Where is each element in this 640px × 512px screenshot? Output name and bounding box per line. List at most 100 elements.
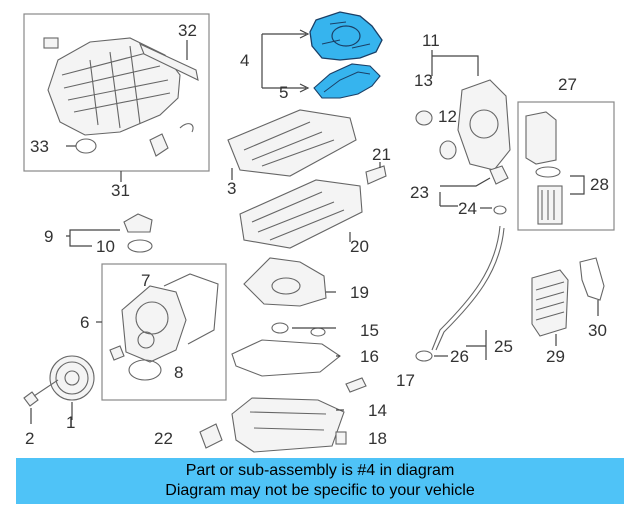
bracket-17 bbox=[345, 377, 367, 393]
part-4-cover bbox=[309, 11, 383, 61]
crank-pulley-1 bbox=[49, 355, 95, 420]
oil-filter-group bbox=[517, 101, 615, 231]
filter-housing-cap bbox=[525, 111, 557, 165]
leader-25 bbox=[466, 330, 487, 360]
upper-oil-pan bbox=[243, 257, 327, 307]
filter-o-ring bbox=[535, 166, 561, 178]
callout-19: 19 bbox=[350, 283, 369, 302]
valve-cover bbox=[227, 109, 357, 177]
callout-7: 7 bbox=[141, 271, 150, 290]
seal-24 bbox=[493, 205, 507, 215]
callout-10: 10 bbox=[96, 237, 115, 256]
highlighted-part-5 bbox=[313, 63, 381, 99]
callout-14: 14 bbox=[368, 401, 387, 420]
cooler-gasket-30 bbox=[579, 257, 605, 301]
callout-24: 24 bbox=[458, 199, 477, 218]
callout-29: 29 bbox=[546, 347, 565, 366]
oil-cooler-fins bbox=[535, 281, 565, 321]
small-valve bbox=[149, 133, 169, 157]
seal-13 bbox=[415, 110, 433, 126]
callout-18: 18 bbox=[368, 429, 387, 448]
callout-33: 33 bbox=[30, 137, 49, 156]
leader-28 bbox=[570, 175, 585, 195]
callout-28: 28 bbox=[590, 175, 609, 194]
manifold-gasket-strip bbox=[138, 42, 199, 81]
callout-32: 32 bbox=[178, 21, 197, 40]
cylinder-head-detail bbox=[251, 191, 345, 241]
seal-12 bbox=[439, 140, 457, 160]
callout-12: 12 bbox=[438, 107, 457, 126]
oil-pan-ribs bbox=[249, 411, 327, 431]
sensor-22 bbox=[199, 423, 223, 449]
front-cover bbox=[121, 285, 187, 363]
oil-cooler bbox=[531, 269, 569, 337]
leader-23 bbox=[439, 177, 491, 207]
cylinder-head bbox=[239, 179, 363, 249]
intake-manifold-ribs bbox=[61, 45, 171, 129]
head-cover-3 bbox=[227, 109, 357, 180]
o-ring-15a bbox=[271, 322, 289, 334]
pulley-outer bbox=[49, 355, 95, 401]
part-5-inner-edge bbox=[323, 71, 371, 93]
timing-cover-19 bbox=[243, 257, 336, 307]
banner-line-disclaimer: Diagram may not be specific to your vehi… bbox=[165, 482, 475, 499]
callout-27: 27 bbox=[558, 75, 577, 94]
filler-seal bbox=[127, 239, 153, 253]
filter-pleats bbox=[541, 190, 555, 220]
bolt-small bbox=[109, 345, 125, 361]
group-box-31 bbox=[23, 13, 210, 172]
callout-22: 22 bbox=[154, 429, 173, 448]
arrow-5 bbox=[299, 83, 310, 93]
callout-1: 1 bbox=[66, 413, 75, 432]
vent-hose bbox=[179, 123, 194, 133]
pulley-hub bbox=[64, 370, 80, 386]
callout-21: 21 bbox=[372, 145, 391, 164]
callout-13: 13 bbox=[414, 71, 433, 90]
oil-pan-14 bbox=[231, 397, 345, 453]
callout-11: 11 bbox=[422, 31, 440, 50]
part-5-gasket bbox=[313, 63, 381, 99]
pulley-groove bbox=[55, 361, 89, 395]
group-box-6 bbox=[101, 263, 227, 401]
bolt-shank bbox=[33, 379, 59, 397]
banner-line-part-number: Part or sub-assembly is #4 in diagram bbox=[185, 462, 455, 479]
oil-pan-boss bbox=[271, 277, 301, 295]
leader-9-10 bbox=[66, 229, 120, 247]
callout-8: 8 bbox=[174, 363, 183, 382]
front-cover-group bbox=[96, 263, 227, 401]
dipstick-tube-edge bbox=[435, 227, 505, 351]
oil-pan-gasket-16 bbox=[231, 339, 341, 377]
group-box-27 bbox=[517, 101, 615, 231]
callout-23: 23 bbox=[410, 183, 429, 202]
filler-cap bbox=[123, 213, 153, 233]
callout-6: 6 bbox=[80, 313, 89, 332]
callout-26: 26 bbox=[450, 347, 469, 366]
timing-case-bore bbox=[469, 109, 499, 139]
lower-oil-pan bbox=[231, 397, 345, 453]
bolt-2 bbox=[23, 379, 59, 424]
valve-cover-detail bbox=[243, 121, 335, 167]
drain-plug-18 bbox=[335, 431, 347, 445]
o-ring-15b bbox=[310, 327, 326, 337]
cylinder-head-20 bbox=[239, 179, 363, 249]
callout-25: 25 bbox=[494, 337, 513, 356]
callout-30: 30 bbox=[588, 321, 607, 340]
seal-8 bbox=[128, 359, 162, 381]
callout-2: 2 bbox=[25, 429, 34, 448]
callout-16: 16 bbox=[360, 347, 379, 366]
callout-31: 31 bbox=[111, 181, 130, 200]
seal-ring-33 bbox=[75, 138, 97, 154]
sender-21 bbox=[365, 162, 387, 185]
sensor-plug bbox=[43, 37, 59, 49]
small-bracket bbox=[365, 165, 387, 185]
arrow-4 bbox=[299, 29, 310, 39]
seal-26 bbox=[415, 350, 433, 362]
intake-manifold-group bbox=[23, 13, 210, 182]
callout-15: 15 bbox=[360, 321, 379, 340]
timing-case bbox=[457, 79, 511, 171]
callout-20: 20 bbox=[350, 237, 369, 256]
callout-9: 9 bbox=[44, 227, 53, 246]
callout-5: 5 bbox=[279, 83, 288, 102]
